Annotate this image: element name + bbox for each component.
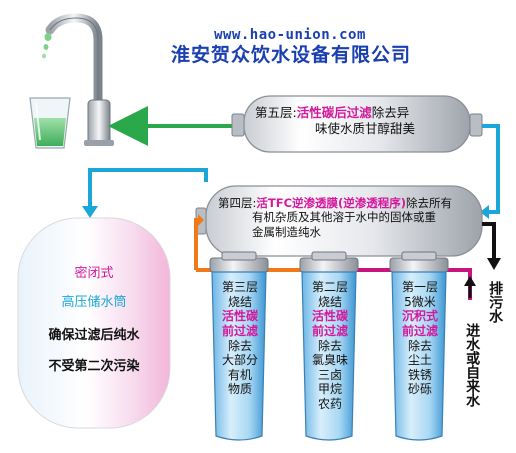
- stage2-line2: 烧结: [317, 294, 342, 309]
- stage1-desc-0: 除去: [407, 338, 432, 353]
- stage1-name-line2: 前过滤: [401, 323, 438, 338]
- stage4-desc-line3: 金属制造纯水: [252, 224, 321, 239]
- inlet-label: 进水或自来水: [464, 323, 481, 407]
- stage2-name-line1: 活性碳: [311, 309, 348, 324]
- stage2-desc-2: 三卤: [317, 367, 342, 382]
- stage2-name-line2: 前过滤: [311, 323, 348, 338]
- stage4-desc-line2: 有机杂质及其他溶于水中的固体或重: [252, 210, 436, 225]
- stage3-name-line2: 前过滤: [221, 323, 258, 338]
- stage2-desc-1: 氯臭味: [311, 353, 348, 368]
- stage1-desc-3: 砂砾: [407, 382, 432, 397]
- stage1-desc-1: 尘土: [407, 353, 432, 368]
- stage3-name-line1: 活性碳: [221, 309, 258, 324]
- stage1-label: 第一层 5微米 沉积式 前过滤 除去 尘土 铁锈 砂砾: [394, 280, 446, 397]
- drain-pipe: [482, 222, 496, 262]
- stage3-desc-3: 物质: [227, 382, 252, 397]
- stage4-prefix: 第四层:: [218, 196, 257, 210]
- stage5-post-carbon-filter: [231, 95, 483, 153]
- stage2-label: 第二层 烧结 活性碳 前过滤 除去 氯臭味 三卤 甲烷 农药: [304, 280, 356, 412]
- tank-line4: 不受第二次污染: [48, 359, 140, 374]
- stage3-canister: [209, 251, 269, 441]
- stage2-line1: 第二层: [311, 280, 348, 294]
- cyan-pipes: [88, 124, 500, 214]
- stage1-line1: 第一层: [401, 280, 438, 294]
- stage5-prefix: 第五层:: [255, 105, 297, 120]
- tank-label: 密闭式 高压储水筒 确保过滤后纯水 不受第二次污染: [18, 262, 170, 374]
- stage3-label: 第三层 烧结 活性碳 前过滤 除去 大部分 有机 物质: [214, 280, 266, 397]
- water-glass-icon: [29, 97, 71, 149]
- stage4-label: 第四层:活TFC逆渗透膜(逆渗透程序)除去所有 有机杂质及其他溶于水中的固体或重…: [218, 196, 452, 239]
- tank-inlet-arrowhead: [82, 206, 98, 218]
- stage5-name: 活性碳后过滤: [296, 105, 372, 120]
- stage1-canister: [389, 251, 449, 441]
- stage2-desc-0: 除去: [317, 338, 342, 353]
- inlet-arrowhead: [464, 276, 476, 286]
- stage3-desc-2: 有机: [227, 367, 252, 382]
- tank-line3: 确保过滤后纯水: [48, 328, 140, 343]
- company-name: 淮安贺众饮水设备有限公司: [170, 44, 411, 66]
- stage2-canister: [299, 251, 359, 441]
- stage3-desc-0: 除去: [227, 338, 252, 353]
- stage1-desc-2: 铁锈: [407, 367, 432, 382]
- stage5-desc-line1: 除去异: [371, 105, 410, 120]
- tank-line1: 密闭式: [74, 266, 114, 281]
- drain-arrowhead: [487, 258, 501, 270]
- drain-label: 排污水: [487, 281, 504, 323]
- stage5-label: 第五层:活性碳后过滤除去异 味使水质甘醇甜美: [255, 105, 415, 136]
- tank-line2: 高压储水筒: [61, 295, 127, 310]
- orange-arrowhead: [198, 214, 204, 226]
- stage1-line2: 5微米: [404, 294, 436, 309]
- website-url: www.hao-union.com: [214, 27, 366, 43]
- stage2-desc-4: 农药: [317, 397, 342, 411]
- stage4-inlet-arrowhead: [480, 205, 489, 219]
- stage3-line1: 第三层: [221, 280, 258, 294]
- stage4-desc-line1: 除去所有: [406, 196, 453, 210]
- stage5-desc-line2: 味使水质甘醇甜美: [315, 120, 416, 136]
- stage2-desc-3: 甲烷: [317, 382, 342, 397]
- stage4-name: 活TFC逆渗透膜(逆渗透程序): [256, 196, 407, 210]
- stage3-desc-1: 大部分: [221, 353, 258, 368]
- stage1-name-line1: 沉积式: [401, 309, 438, 324]
- stage3-line2: 烧结: [227, 294, 252, 309]
- storage-tank-icon: [17, 217, 171, 429]
